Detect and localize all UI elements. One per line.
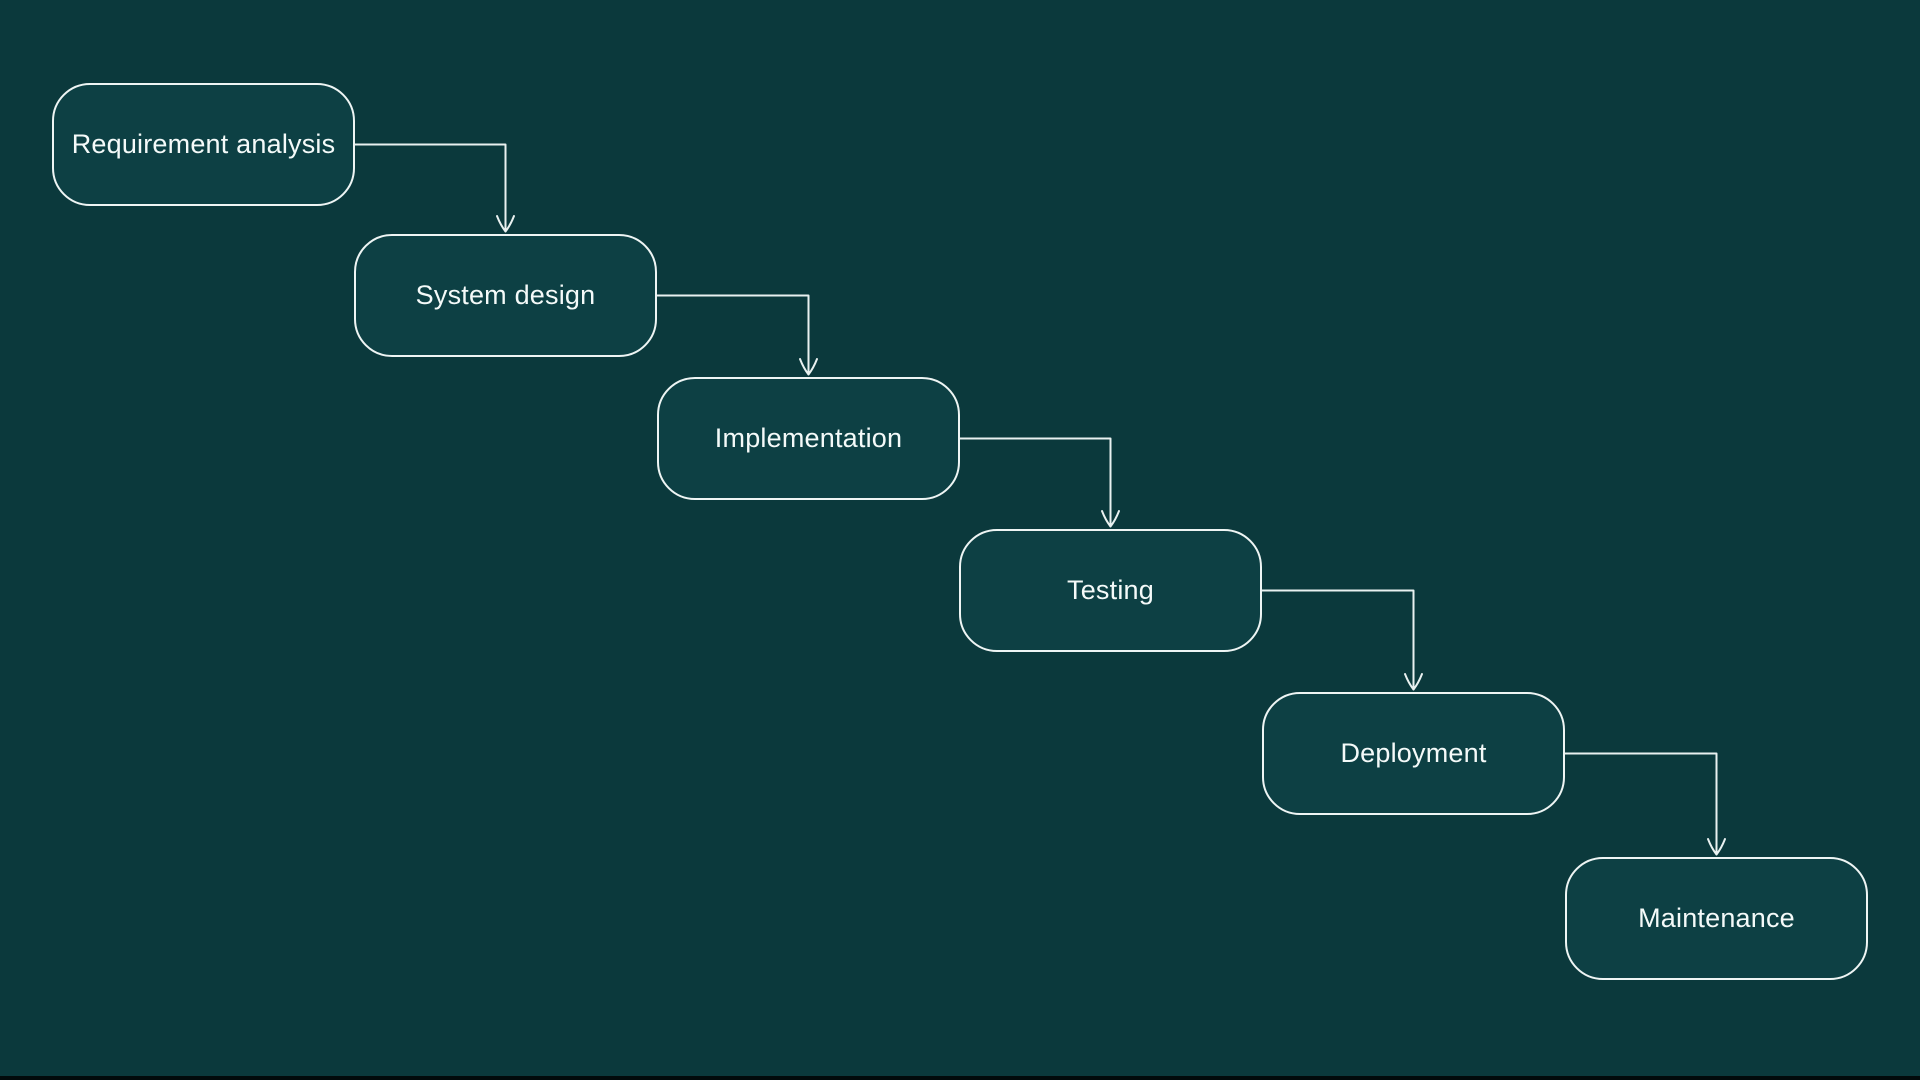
connector-system-design-to-implementation <box>656 294 818 376</box>
connector-deployment-to-maintenance <box>1564 752 1726 856</box>
screen-bottom-edge <box>0 1076 1920 1080</box>
connector-implementation-to-testing <box>958 437 1120 528</box>
node-label: Requirement analysis <box>71 129 336 159</box>
connector-requirement-analysis-to-system-design <box>354 143 515 233</box>
node-requirement-analysis[interactable]: Requirement analysis <box>52 83 355 206</box>
node-deployment[interactable]: Deployment <box>1262 692 1565 815</box>
node-system-design[interactable]: System design <box>354 234 657 357</box>
node-label: Maintenance <box>1638 903 1795 933</box>
node-label: System design <box>415 280 596 310</box>
node-implementation[interactable]: Implementation <box>657 377 960 500</box>
node-label: Implementation <box>714 423 903 453</box>
node-testing[interactable]: Testing <box>959 529 1262 652</box>
connector-testing-to-deployment <box>1261 589 1423 691</box>
node-maintenance[interactable]: Maintenance <box>1565 857 1868 980</box>
node-label: Deployment <box>1340 738 1487 768</box>
node-label: Testing <box>1067 575 1154 605</box>
